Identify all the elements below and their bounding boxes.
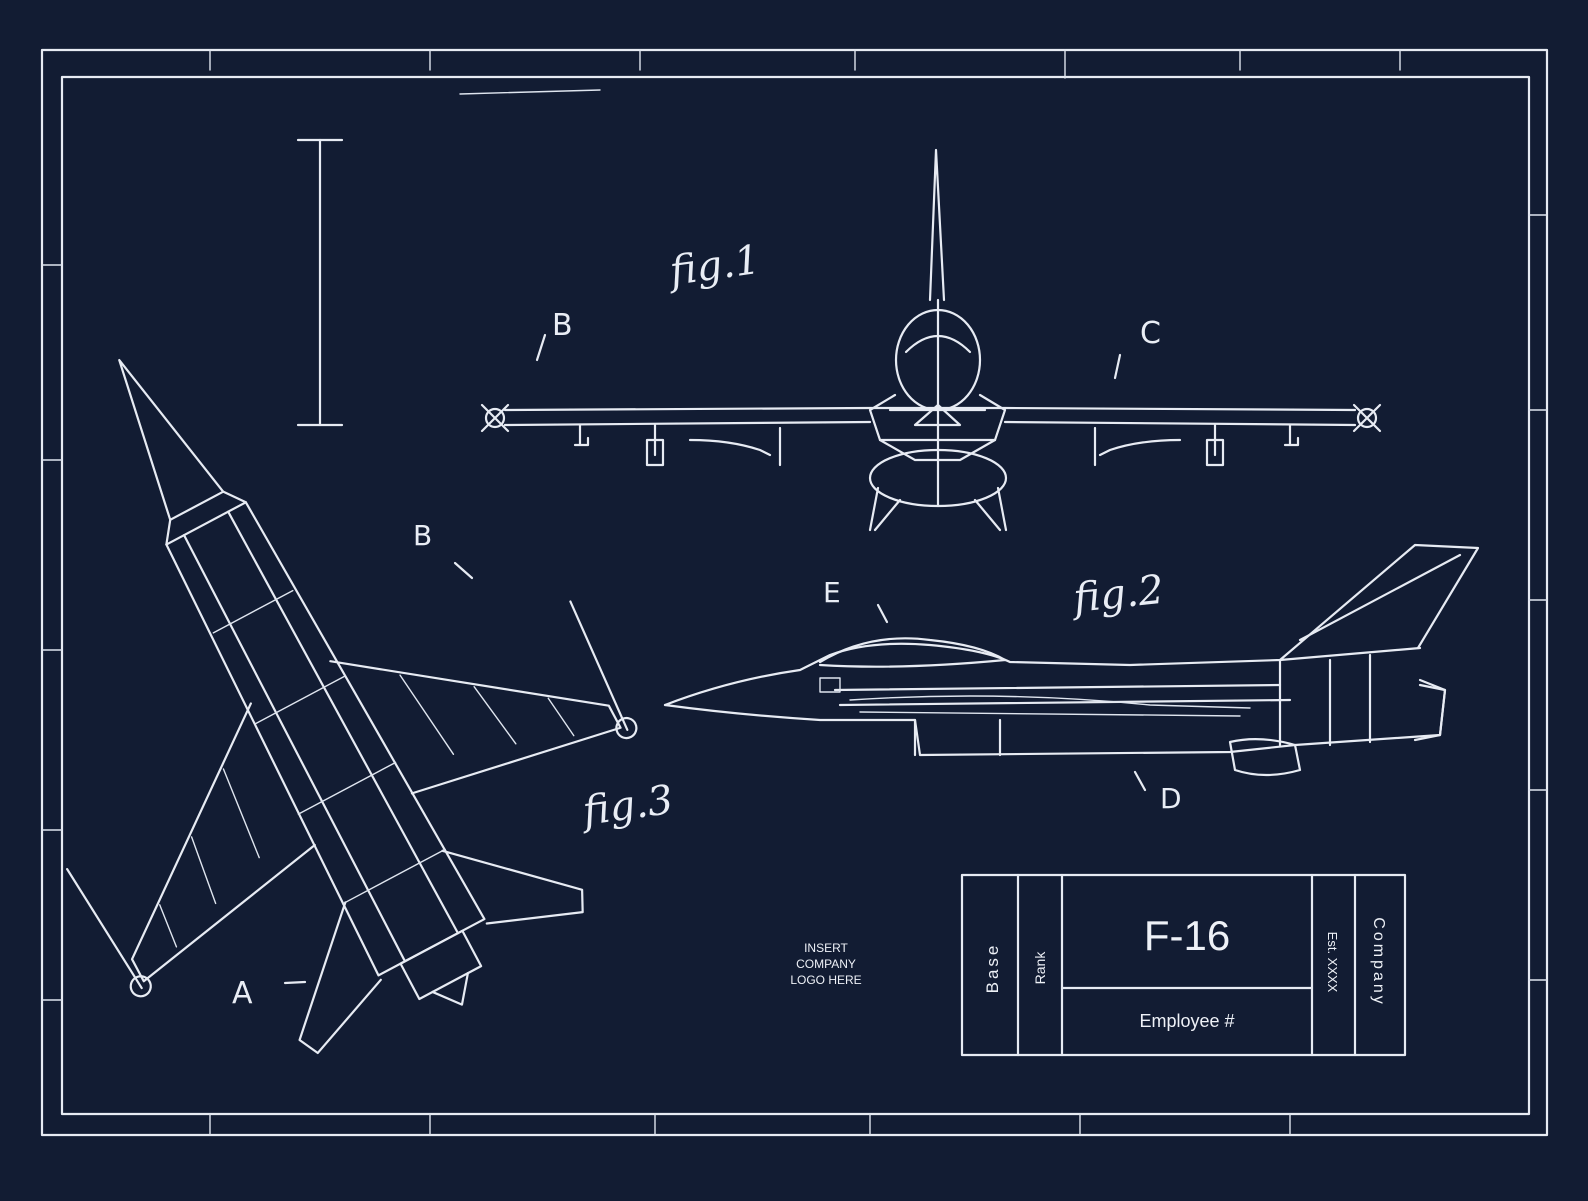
logo-line-3: LOGO HERE — [790, 973, 861, 987]
outer-border — [40, 48, 1549, 1137]
title-est: Est. XXXX — [1325, 932, 1340, 993]
title-block: Base Rank F-16 Employee # Est. XXXX Comp… — [960, 873, 1407, 1057]
callout-e-side: E — [823, 576, 841, 609]
border-ticks — [41, 49, 1548, 1136]
callout-a-top: A — [232, 976, 253, 1011]
title-company: Company — [1370, 917, 1387, 1006]
logo-line-1: INSERT — [804, 941, 848, 955]
front-view-aircraft — [480, 148, 1382, 532]
title-employee: Employee # — [1139, 1011, 1234, 1031]
logo-line-2: COMPANY — [796, 957, 856, 971]
callout-c-front: C — [1140, 316, 1161, 351]
title-rank: Rank — [1032, 951, 1048, 985]
inner-border — [60, 75, 1531, 1116]
fig2-label: fig.2 — [1068, 567, 1166, 623]
title-base: Base — [983, 943, 1002, 994]
fig3-label: fig.3 — [577, 777, 676, 836]
fig1-label: fig.1 — [664, 237, 763, 296]
callout-b-front: B — [552, 308, 573, 343]
logo-placeholder: INSERT COMPANY LOGO HERE — [790, 941, 861, 987]
scale-bar — [296, 138, 344, 427]
callout-b-top: B — [413, 519, 432, 552]
side-view-aircraft — [663, 543, 1480, 777]
title-aircraft: F-16 — [1144, 912, 1230, 959]
callout-d-side: D — [1160, 782, 1182, 815]
top-view-aircraft — [66, 358, 638, 1055]
